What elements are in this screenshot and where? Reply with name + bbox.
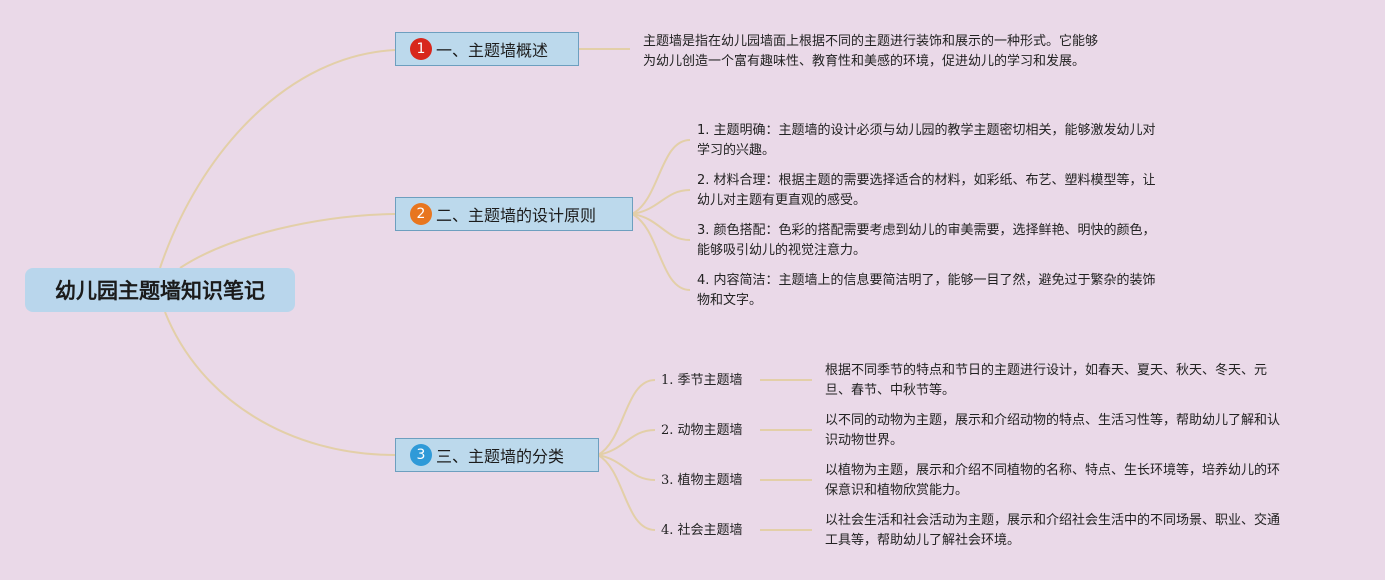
- root-node[interactable]: 幼儿园主题墙知识笔记: [25, 268, 295, 312]
- category-season[interactable]: 1. 季节主题墙: [661, 373, 743, 388]
- category-text-line: 旦、春节、中秋节等。: [825, 383, 956, 398]
- principle-item: 3. 颜色搭配：色彩的搭配需要考虑到幼儿的审美需要，选择鲜艳、明快的颜色， 能够…: [697, 221, 1156, 261]
- principle-line: 2. 材料合理：根据主题的需要选择适合的材料，如彩纸、布艺、塑料模型等，让: [697, 173, 1156, 188]
- connector-b2-i4: [631, 213, 691, 291]
- category-text-line: 工具等，帮助幼儿了解社会环境。: [825, 533, 1021, 548]
- category-society[interactable]: 4. 社会主题墙: [661, 523, 743, 538]
- connector-b3-i3: [597, 454, 656, 481]
- principle-line: 3. 颜色搭配：色彩的搭配需要考虑到幼儿的审美需要，选择鲜艳、明快的颜色，: [697, 223, 1156, 238]
- principle-line: 学习的兴趣。: [697, 143, 776, 158]
- branch-label: 二、主题墙的设计原则: [436, 206, 597, 225]
- principle-line: 能够吸引幼儿的视觉注意力。: [697, 243, 867, 258]
- category-text-line: 识动物世界。: [825, 433, 904, 448]
- branch-label: 一、主题墙概述: [436, 41, 549, 60]
- category-animal[interactable]: 2. 动物主题墙: [661, 423, 743, 438]
- overview-text-line: 为幼儿创造一个富有趣味性、教育性和美感的环境，促进幼儿的学习和发展。: [643, 54, 1086, 69]
- overview-text: 主题墙是指在幼儿园墙面上根据不同的主题进行装饰和展示的一种形式。它能够 为幼儿创…: [643, 32, 1098, 72]
- connector-b2-i1: [631, 139, 691, 215]
- connector-b2-i3: [631, 213, 691, 241]
- principle-item: 4. 内容简洁：主题墙上的信息要简洁明了，能够一目了然，避免过于繁杂的装饰 物和…: [697, 271, 1156, 311]
- category-text-line: 以社会生活和社会活动为主题，展示和介绍社会生活中的不同场景、职业、交通: [825, 513, 1281, 528]
- principle-item: 1. 主题明确：主题墙的设计必须与幼儿园的教学主题密切相关，能够激发幼儿对 学习…: [697, 121, 1156, 161]
- connector-b2-i2: [631, 189, 691, 215]
- connector-root-b1: [159, 49, 396, 269]
- category-text: 以植物为主题，展示和介绍不同植物的名称、特点、生长环境等，培养幼儿的环 保意识和…: [825, 461, 1280, 501]
- category-text: 以社会生活和社会活动为主题，展示和介绍社会生活中的不同场景、职业、交通 工具等，…: [825, 511, 1280, 551]
- principle-line: 幼儿对主题有更直观的感受。: [697, 193, 867, 208]
- category-text: 以不同的动物为主题，展示和介绍动物的特点、生活习性等，帮助幼儿了解和认 识动物世…: [825, 411, 1280, 451]
- category-text-line: 根据不同季节的特点和节日的主题进行设计，如春天、夏天、秋天、冬天、元: [825, 363, 1268, 378]
- category-text: 根据不同季节的特点和节日的主题进行设计，如春天、夏天、秋天、冬天、元 旦、春节、…: [825, 361, 1267, 401]
- principle-line: 4. 内容简洁：主题墙上的信息要简洁明了，能够一目了然，避免过于繁杂的装饰: [697, 273, 1156, 288]
- principle-line: 1. 主题明确：主题墙的设计必须与幼儿园的教学主题密切相关，能够激发幼儿对: [697, 123, 1156, 138]
- connector-b3-i2: [597, 429, 656, 456]
- connector-b3-i1: [597, 379, 656, 456]
- category-text-line: 以不同的动物为主题，展示和介绍动物的特点、生活习性等，帮助幼儿了解和认: [825, 413, 1281, 428]
- number-badge-3: 3: [410, 444, 432, 466]
- branch-overview[interactable]: 1 一、主题墙概述: [395, 32, 579, 66]
- category-text-line: 以植物为主题，展示和介绍不同植物的名称、特点、生长环境等，培养幼儿的环: [825, 463, 1281, 478]
- connector-root-b3: [164, 311, 396, 456]
- connector-b3-i4: [597, 454, 656, 531]
- principle-item: 2. 材料合理：根据主题的需要选择适合的材料，如彩纸、布艺、塑料模型等，让 幼儿…: [697, 171, 1156, 211]
- branch-classification[interactable]: 3 三、主题墙的分类: [395, 438, 599, 472]
- number-badge-1: 1: [410, 38, 432, 60]
- branch-design-principles[interactable]: 2 二、主题墙的设计原则: [395, 197, 633, 231]
- overview-text-line: 主题墙是指在幼儿园墙面上根据不同的主题进行装饰和展示的一种形式。它能够: [643, 34, 1099, 49]
- category-plant[interactable]: 3. 植物主题墙: [661, 473, 743, 488]
- branch-label: 三、主题墙的分类: [436, 447, 565, 466]
- principle-line: 物和文字。: [697, 293, 763, 308]
- number-badge-2: 2: [410, 203, 432, 225]
- category-text-line: 保意识和植物欣赏能力。: [825, 483, 969, 498]
- connector-root-b2: [179, 213, 396, 269]
